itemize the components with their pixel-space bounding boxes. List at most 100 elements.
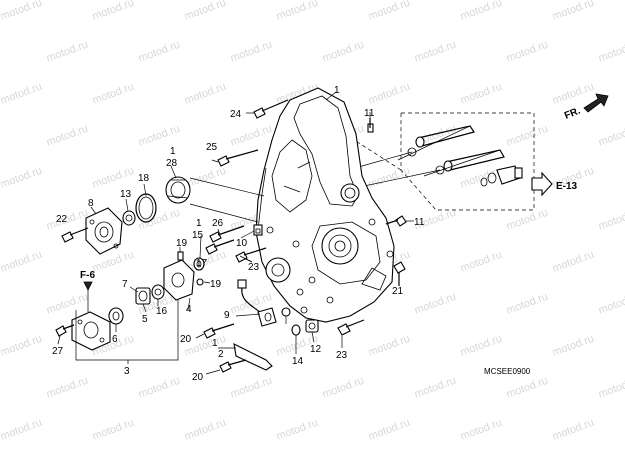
watermark-text: motod.ru bbox=[229, 39, 274, 65]
watermark-text: motod.ru bbox=[505, 39, 550, 65]
washer-1-near-sensor[interactable] bbox=[281, 307, 291, 317]
watermark-text: motod.ru bbox=[367, 0, 412, 23]
watermark-text: motod.ru bbox=[551, 249, 596, 275]
reference-f6[interactable]: F-6 bbox=[80, 270, 95, 291]
sensor-9[interactable] bbox=[237, 279, 277, 327]
watermark-text: motod.ru bbox=[505, 207, 550, 233]
callout-5: 5 bbox=[142, 314, 148, 325]
bolt-24[interactable] bbox=[253, 99, 289, 119]
watermark-text: motod.ru bbox=[321, 39, 366, 65]
watermark-text: motod.ru bbox=[459, 81, 504, 107]
watermark-text: motod.ru bbox=[459, 0, 504, 23]
callout-18: 18 bbox=[138, 173, 150, 184]
diagram-code: MCSEE0900 bbox=[484, 367, 531, 376]
callout-19-bottom: 19 bbox=[210, 279, 222, 290]
callout-21: 21 bbox=[392, 286, 404, 297]
callout-14: 14 bbox=[292, 356, 304, 367]
watermark-text: motod.ru bbox=[229, 123, 274, 149]
watermark-text: motod.ru bbox=[0, 0, 44, 23]
rear-cover[interactable] bbox=[255, 87, 395, 323]
bolt-25[interactable] bbox=[217, 149, 259, 167]
watermark-text: motod.ru bbox=[505, 375, 550, 401]
washer-14[interactable] bbox=[291, 324, 301, 336]
bolt-11-top[interactable] bbox=[367, 118, 374, 133]
watermark-text: motod.ru bbox=[367, 333, 412, 359]
ring-17[interactable] bbox=[193, 257, 205, 271]
bolt-21[interactable] bbox=[393, 261, 406, 286]
watermark-text: motod.ru bbox=[183, 0, 228, 23]
watermark-text: motod.ru bbox=[0, 417, 44, 443]
bracket-2[interactable] bbox=[233, 343, 273, 371]
callout-26: 26 bbox=[212, 218, 224, 229]
callout-19-top: 19 bbox=[176, 238, 188, 249]
callout-3: 3 bbox=[124, 366, 130, 377]
watermark-text: motod.ru bbox=[275, 0, 320, 23]
callout-25: 25 bbox=[206, 142, 218, 153]
seal-13[interactable] bbox=[122, 210, 136, 226]
callout-9: 9 bbox=[224, 310, 230, 321]
bolt-23-bottom[interactable] bbox=[337, 319, 365, 336]
front-direction-label: FR. bbox=[563, 105, 582, 121]
watermark-text: motod.ru bbox=[91, 417, 136, 443]
bolt-22[interactable] bbox=[61, 227, 89, 243]
callout-1-cover: 1 bbox=[334, 85, 340, 96]
watermark-text: motod.ru bbox=[0, 81, 44, 107]
watermark-text: motod.ru bbox=[91, 81, 136, 107]
bolt-11-mid[interactable] bbox=[385, 215, 407, 227]
callout-11-top: 11 bbox=[364, 108, 375, 119]
callout-17: 17 bbox=[196, 258, 208, 269]
rotor-5[interactable] bbox=[135, 287, 151, 305]
pump-cover-3[interactable] bbox=[71, 311, 111, 351]
guide-lines-left bbox=[189, 177, 265, 223]
temperature-sensor bbox=[480, 165, 523, 187]
watermark-text: motod.ru bbox=[0, 249, 44, 275]
watermark-text: motod.ru bbox=[459, 417, 504, 443]
watermark-text: motod.ru bbox=[137, 39, 182, 65]
pump-bracket-box bbox=[75, 300, 179, 361]
housing-8[interactable] bbox=[85, 207, 123, 255]
watermark-text: motod.ru bbox=[275, 417, 320, 443]
callout-11-mid: 11 bbox=[414, 217, 425, 228]
bolt-20-top[interactable] bbox=[203, 323, 235, 339]
callout-15: 15 bbox=[192, 230, 204, 241]
callout-27: 27 bbox=[52, 346, 64, 357]
bolt-26[interactable] bbox=[209, 225, 245, 243]
bolt-20-bottom[interactable] bbox=[219, 359, 247, 373]
callout-6: 6 bbox=[112, 334, 118, 345]
watermark-text: motod.ru bbox=[597, 123, 625, 149]
reference-arrow-e13[interactable]: E-13 bbox=[531, 171, 578, 197]
watermark-text: motod.ru bbox=[229, 375, 274, 401]
watermark-text: motod.ru bbox=[367, 165, 412, 191]
reference-e13-label: E-13 bbox=[556, 181, 578, 192]
dowel-10[interactable] bbox=[253, 224, 263, 236]
bearing-6[interactable] bbox=[108, 307, 124, 325]
watermark-text: motod.ru bbox=[45, 123, 90, 149]
callout-22: 22 bbox=[56, 214, 68, 225]
reference-f6-label: F-6 bbox=[80, 270, 95, 281]
watermark-text: motod.ru bbox=[551, 417, 596, 443]
bolt-15[interactable] bbox=[205, 239, 235, 255]
callout-13: 13 bbox=[120, 189, 132, 200]
watermark-text: motod.ru bbox=[597, 375, 625, 401]
watermark-text: motod.ru bbox=[367, 417, 412, 443]
watermark-text: motod.ru bbox=[459, 333, 504, 359]
watermark-text: motod.ru bbox=[551, 81, 596, 107]
watermark-text: motod.ru bbox=[91, 0, 136, 23]
plug-12[interactable] bbox=[305, 319, 319, 333]
seal-16[interactable] bbox=[151, 284, 165, 300]
watermark-text: motod.ru bbox=[183, 81, 228, 107]
callout-2: 2 bbox=[218, 349, 224, 360]
watermark-text: motod.ru bbox=[45, 291, 90, 317]
watermark-text: motod.ru bbox=[459, 249, 504, 275]
watermark-text: motod.ru bbox=[551, 333, 596, 359]
watermark-text: motod.ru bbox=[551, 0, 596, 23]
watermark-text: motod.ru bbox=[505, 123, 550, 149]
bolt-19-top[interactable] bbox=[177, 251, 184, 261]
watermark-text: motod.ru bbox=[597, 39, 625, 65]
watermark-text: motod.ru bbox=[505, 291, 550, 317]
bolt-27[interactable] bbox=[55, 324, 75, 337]
washer-19-bottom[interactable] bbox=[196, 278, 204, 286]
bearing-28[interactable] bbox=[165, 176, 191, 204]
